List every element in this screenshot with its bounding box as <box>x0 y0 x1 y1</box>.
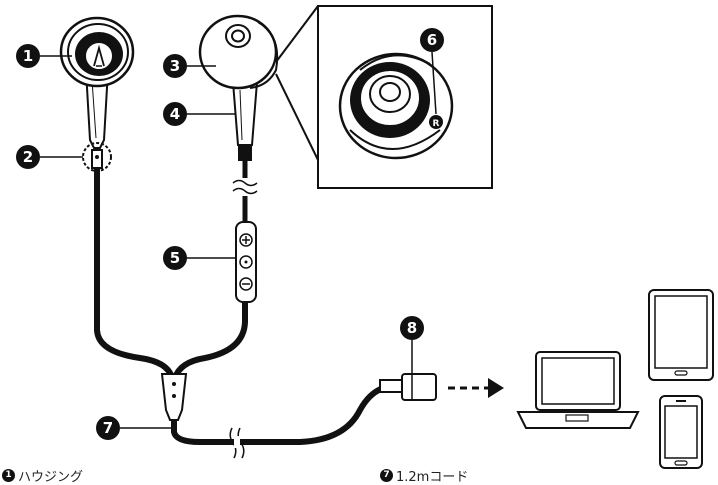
legend-item-housing: 1 ハウジング <box>2 466 83 485</box>
legend-label: 1.2mコード <box>396 470 469 485</box>
callout-7: 7 <box>96 416 120 440</box>
right-marker-text: R <box>433 119 440 129</box>
callout-5: 5 <box>163 246 187 270</box>
main-cable-break-mark <box>229 427 245 459</box>
callout-1: 1 <box>16 44 40 68</box>
legend-label: ハウジング <box>18 470 84 485</box>
inline-remote <box>235 221 257 303</box>
right-marker-badge <box>429 115 443 129</box>
main-cable <box>171 383 395 445</box>
right-cable <box>172 297 248 381</box>
left-marker-highlight <box>82 142 112 172</box>
callout-4: 4 <box>163 102 187 126</box>
zoom-inset: R <box>275 5 493 189</box>
smartphone-icon <box>659 395 703 469</box>
usb-connector <box>379 373 437 401</box>
callout-3: 3 <box>163 54 187 78</box>
callout-6-label: 6 <box>427 31 437 49</box>
callout-1-label: 1 <box>23 47 33 65</box>
callout-8-label: 8 <box>407 319 417 337</box>
laptop-icon <box>516 351 640 429</box>
callout-4-label: 4 <box>170 105 180 123</box>
callout-6: 6 <box>420 28 444 52</box>
cable-break-mark <box>232 179 258 195</box>
callout-2-label: 2 <box>23 148 33 166</box>
legend-item-cord: 7 1.2mコード <box>380 466 468 485</box>
right-earphone <box>198 14 279 161</box>
callout-7-label: 7 <box>103 419 113 437</box>
callout-3-label: 3 <box>170 57 180 75</box>
leader-lines <box>40 51 437 429</box>
legend-num: 1 <box>2 469 15 482</box>
left-cable <box>94 165 175 381</box>
cable-splitter <box>160 373 188 421</box>
legend-num: 7 <box>380 469 393 482</box>
connection-arrow <box>448 378 504 398</box>
tablet-icon <box>648 289 714 381</box>
callout-8: 8 <box>400 316 424 340</box>
callout-5-label: 5 <box>170 249 180 267</box>
callout-2: 2 <box>16 145 40 169</box>
left-earphone <box>59 16 135 172</box>
